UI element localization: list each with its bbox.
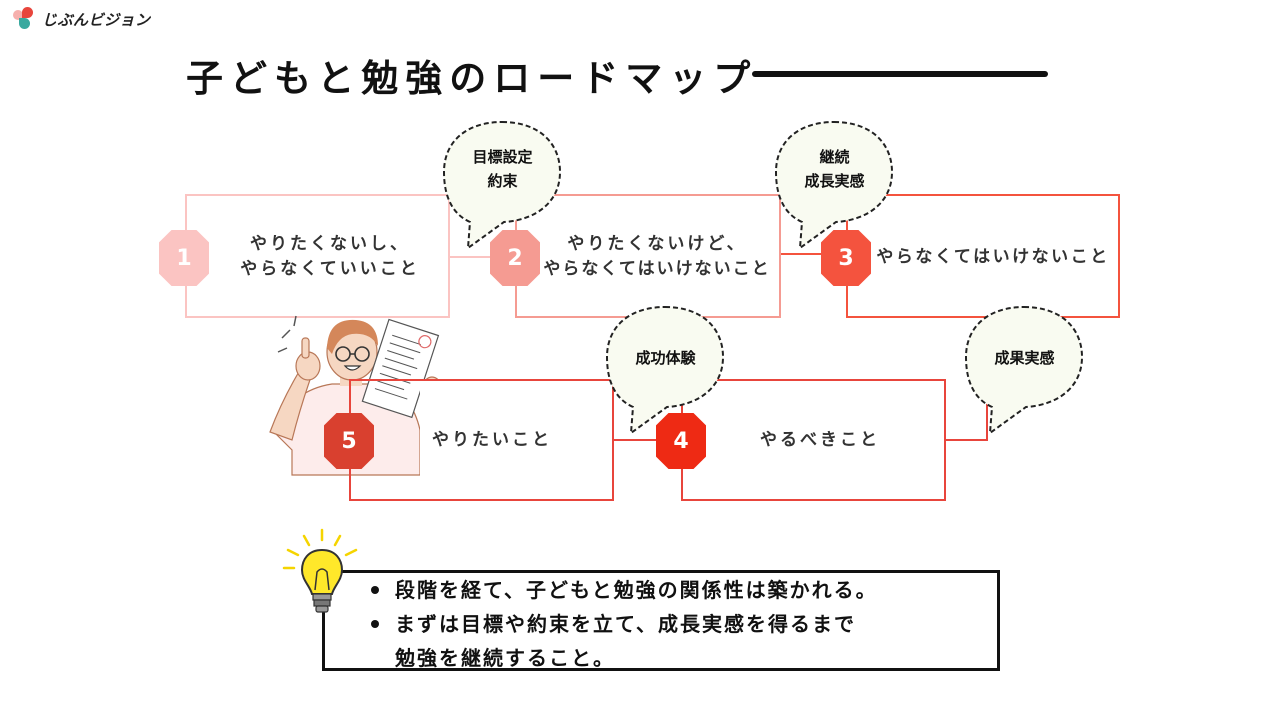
connector-3-4-h [945, 439, 988, 441]
step-badge-4: 4 [656, 413, 706, 469]
lightbulb-icon [282, 528, 362, 623]
connector-2-3 [779, 253, 829, 255]
step-box-1 [185, 194, 450, 318]
step-3-text: やらなくてはいけないこと [876, 247, 1110, 267]
connector-3-4 [986, 380, 988, 440]
bullet-1 [371, 586, 379, 594]
step-box-4 [681, 379, 946, 501]
page-title: 子どもと勉強のロードマップ [186, 57, 758, 100]
connector-4-5 [613, 439, 663, 441]
step-box-5-fill [420, 381, 612, 499]
speech-bubble-success: 成功体験 [603, 303, 728, 443]
bullet-2 [371, 620, 379, 628]
step-1-text: やりたくないし、 やらなくていいこと [240, 234, 420, 279]
speech-bubble-shape [964, 305, 1084, 436]
step-badge-1: 1 [159, 230, 209, 286]
note-item-2-cont: 勉強を継続すること。 [395, 646, 615, 670]
speech-bubble-shape [442, 120, 562, 251]
step-box-3 [846, 194, 1120, 318]
connector-1-2 [448, 256, 498, 258]
brand-logo: じぶんビジョン [12, 7, 151, 31]
note-item-1: 段階を経て、子どもと勉強の関係性は築かれる。 [395, 578, 878, 602]
note-item-2: まずは目標や約束を立て、成長実感を得るまで [395, 612, 856, 636]
step-2-text: やりたくないけど、 やらなくてはいけないこと [543, 234, 771, 279]
step-5-text: やりたいこと [432, 430, 552, 450]
brand-name: じぶんビジョン [42, 10, 151, 29]
speech-bubble-continue: 継続 成長実感 [772, 118, 897, 258]
title-underline [752, 71, 1048, 77]
step-badge-3: 3 [821, 230, 871, 286]
speech-bubble-shape [774, 120, 894, 251]
speech-bubble-shape [605, 305, 725, 436]
speech-bubble-result: 成果実感 [962, 303, 1087, 443]
summary-note-box: 段階を経て、子どもと勉強の関係性は築かれる。 まずは目標や約束を立て、成長実感を… [322, 570, 1000, 671]
step-badge-5: 5 [324, 413, 374, 469]
step-badge-2: 2 [490, 230, 540, 286]
logo-mark-icon [12, 7, 36, 31]
step-4-text: やるべきこと [760, 430, 880, 450]
speech-bubble-goal: 目標設定 約束 [440, 118, 565, 258]
